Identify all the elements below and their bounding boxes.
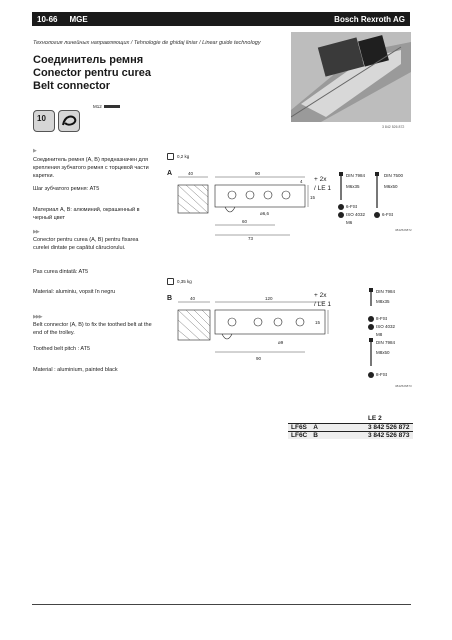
screw-a1-size: M6x35: [346, 184, 360, 189]
nut-a-icon: [338, 204, 344, 210]
nut-b2-type: 8-FSt: [376, 372, 388, 377]
label-a: A: [167, 170, 173, 177]
nut-a2-type: 6-FSt: [382, 212, 394, 217]
washer-a-icon: [338, 212, 344, 218]
screw-b2-std: DIN 7984: [376, 340, 396, 345]
qty-b: + 2x: [314, 292, 327, 299]
table-cell: 3 842 526 872: [337, 423, 413, 432]
page-title: Соединитель ремня Conector pentru curea …: [33, 54, 151, 93]
le-a: / LE 1: [314, 185, 331, 192]
nut-a-type: 6-FSt: [346, 204, 358, 209]
table-row: LF6S A 3 842 526 872: [288, 423, 413, 432]
pitch-ro: Pas curea dintată: AT5: [33, 269, 89, 275]
header-bar: 10-66 MGE Bosch Rexroth AG: [32, 12, 410, 26]
code-a: 3842526872: [395, 228, 412, 232]
qty-a: + 2x: [314, 176, 327, 183]
weight-icon-b: [167, 278, 174, 285]
drawing-b: 40 120 15 90 ø9: [177, 296, 329, 361]
dim-b-dia: ø9: [278, 340, 284, 345]
weight-b: 0,35 kg: [177, 279, 192, 284]
desc-ro: Conector pentru curea (A, B) pentru fixa…: [33, 237, 139, 251]
photo-code: 3 842 526 872: [382, 125, 405, 129]
dim-b-15: 15: [315, 320, 321, 325]
product-photo: [290, 32, 411, 122]
dim-a-4: 4: [300, 179, 303, 184]
company-name: Bosch Rexroth AG: [334, 14, 405, 24]
code-b: 3842526873: [395, 384, 412, 388]
screw-a2-std: DIN 7500: [384, 173, 404, 178]
arrow-ru-icon: ▶: [33, 148, 37, 154]
nut-b-type: 8-FSt: [376, 316, 388, 321]
screw-b1-size: M8x35: [376, 299, 390, 304]
nut-a-size: M6: [346, 220, 353, 225]
title-ro: Conector pentru curea: [33, 67, 151, 79]
desc-en: Belt connector (A, B) to fix the toothed…: [33, 322, 152, 336]
table-cell: A: [310, 423, 338, 432]
pitch-en: Toothed belt pitch : AT5: [33, 346, 91, 352]
size-10-icon: 10: [33, 110, 55, 132]
photo-illustration: [290, 32, 411, 122]
material-en: Material : aluminium, painted black: [33, 367, 118, 373]
le-b: / LE 1: [314, 301, 331, 308]
dim-a-73: 73: [248, 236, 254, 241]
nut-a2-icon: [374, 212, 380, 218]
table-header: LE 2: [288, 415, 413, 424]
dim-a-dia: ø6,6: [260, 211, 270, 216]
arrow-en-icon: ▶▶▶: [33, 314, 42, 320]
table-cell: LF6C: [288, 431, 311, 439]
title-ru: Соединитель ремня: [33, 54, 144, 66]
screw-a2-icon: [375, 172, 379, 208]
dim-b-120: 120: [265, 296, 273, 301]
material-ru: Материал A, B: алюминий, окрашенный в че…: [33, 207, 140, 221]
arrow-ro-icon: ▶▶: [33, 229, 40, 235]
screw-b2-icon: [369, 338, 373, 366]
thread-size-label: M12: [93, 104, 120, 109]
dim-a-60: 60: [242, 219, 248, 224]
screw-a2-size: M6x50: [384, 184, 398, 189]
table-cell: 3 842 526 873: [337, 431, 413, 439]
screw-a1-icon: [339, 172, 343, 200]
screw-b2-size: M8x50: [376, 350, 390, 355]
product-name: MGE: [69, 14, 88, 24]
footer-divider: [32, 604, 411, 605]
page-number: 10-66: [37, 14, 58, 24]
drawing-a: 40 90 4 60 73 ø6,6 15: [177, 171, 316, 241]
table-row: LF6C B 3 842 526 873: [288, 431, 413, 439]
table-header-cell: LE 2: [337, 415, 413, 424]
screw-a1-std: DIN 7984: [346, 173, 366, 178]
dim-a-90: 90: [255, 171, 261, 176]
belt-icon: [58, 110, 80, 132]
dim-b-90: 90: [256, 356, 262, 361]
scale-bar-icon: [103, 105, 120, 109]
weight-icon: [167, 153, 174, 160]
nut-b-std: ISO 4032: [376, 324, 396, 329]
table-header-cell: [288, 415, 311, 424]
dim-a-40: 40: [188, 171, 194, 176]
label-b: B: [167, 295, 173, 302]
nut-b-size: M8: [376, 332, 383, 337]
dim-a-15: 15: [310, 195, 316, 200]
nut-b-icon: [368, 316, 374, 322]
dim-b-40: 40: [190, 296, 196, 301]
section-subtitle: Технология линейных направляющих / Tehno…: [33, 40, 261, 46]
order-table: LE 2 LF6S A 3 842 526 872 LF6C B 3 842 5…: [288, 415, 413, 439]
belt-symbol-icon: [62, 115, 77, 126]
nut-a-std: ISO 4032: [346, 212, 366, 217]
table-header-cell: [310, 415, 338, 424]
pitch-ru: Шаг зубчатого ремня: AT5: [33, 186, 100, 192]
desc-ru: Соединитель ремня (A, B) предназначен дл…: [33, 157, 149, 179]
screw-b1-icon: [369, 288, 373, 306]
table-cell: B: [310, 431, 338, 439]
washer-b-icon: [368, 324, 374, 330]
table-cell: LF6S: [288, 423, 311, 432]
nut-b2-icon: [368, 372, 374, 378]
title-en: Belt connector: [33, 80, 111, 92]
weight-a: 0,2 kg: [177, 154, 190, 159]
screw-b1-std: DIN 7984: [376, 289, 396, 294]
material-ro: Material: aluminiu, vopsit în negru: [33, 289, 116, 295]
